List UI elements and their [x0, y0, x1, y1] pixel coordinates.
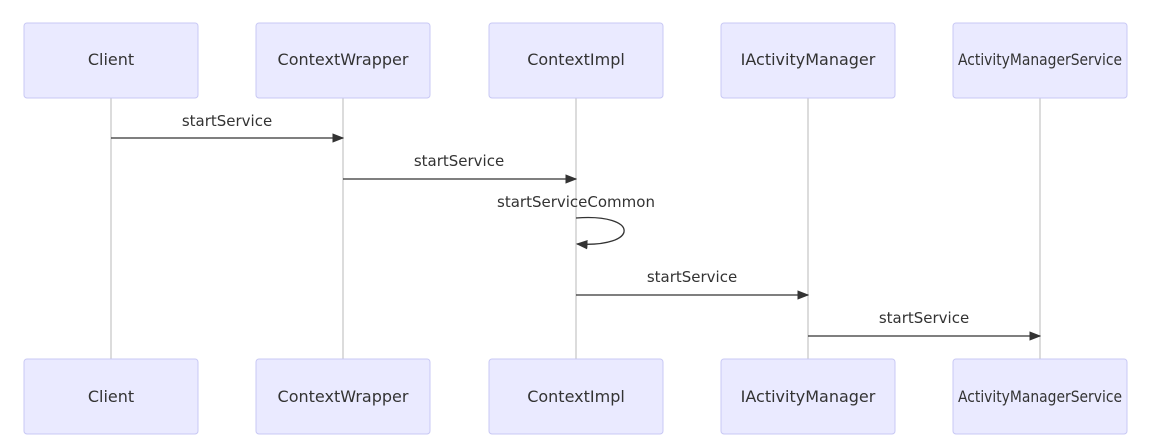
participant-label: ActivityManagerService — [958, 50, 1122, 69]
message-label: startService — [182, 112, 272, 130]
message-context-wrapper-to-context-impl: startService — [343, 152, 578, 184]
participant-label: ContextWrapper — [278, 387, 409, 406]
message-client-to-context-wrapper: startService — [111, 112, 345, 143]
participant-activity-manager-service-top: ActivityManagerService — [952, 22, 1128, 99]
participant-client-top: Client — [23, 22, 199, 99]
participant-label: ContextImpl — [527, 50, 625, 69]
participant-label: Client — [88, 387, 134, 406]
participant-label: ContextImpl — [527, 387, 625, 406]
message-label: startServiceCommon — [497, 193, 655, 211]
participant-label: IActivityManager — [741, 50, 876, 69]
participant-context-impl-top: ContextImpl — [488, 22, 664, 99]
participant-label: ActivityManagerService — [958, 387, 1122, 406]
self-call-arrow — [575, 216, 625, 250]
message-label: startService — [879, 309, 969, 327]
participant-label: ContextWrapper — [278, 50, 409, 69]
participant-label: IActivityManager — [741, 387, 876, 406]
participant-activity-manager-service-bottom: ActivityManagerService — [952, 358, 1128, 435]
participant-context-impl-bottom: ContextImpl — [488, 358, 664, 435]
participant-context-wrapper-bottom: ContextWrapper — [255, 358, 431, 435]
participant-iactivity-manager-bottom: IActivityManager — [720, 358, 896, 435]
message-context-impl-self: startServiceCommon — [497, 193, 655, 250]
participant-client-bottom: Client — [23, 358, 199, 435]
participant-iactivity-manager-top: IActivityManager — [720, 22, 896, 99]
participant-label: Client — [88, 50, 134, 69]
message-label: startService — [647, 268, 737, 286]
message-label: startService — [414, 152, 504, 170]
message-context-impl-to-iactivity-manager: startService — [576, 268, 810, 300]
message-iactivity-manager-to-activity-manager-service: startService — [808, 309, 1042, 341]
participant-context-wrapper-top: ContextWrapper — [255, 22, 431, 99]
